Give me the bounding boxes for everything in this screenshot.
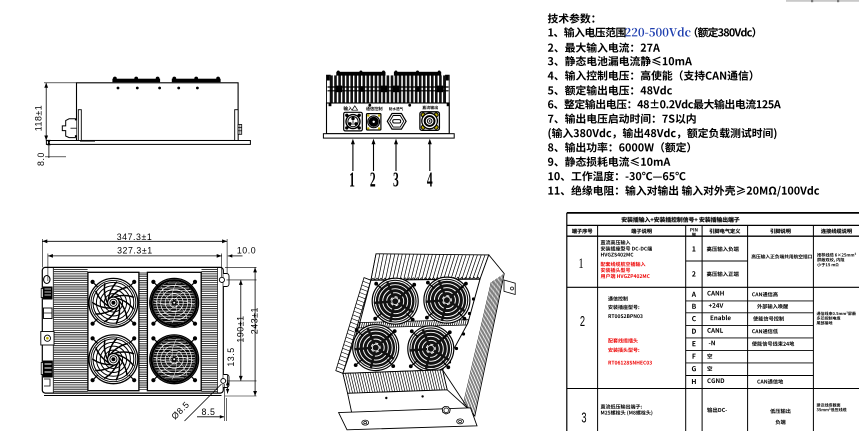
svg-text:3: 3: [581, 409, 586, 426]
svg-text:Ø8.5: Ø8.5: [169, 399, 191, 421]
svg-text:243±1: 243±1: [249, 307, 259, 334]
svg-text:118±1: 118±1: [33, 105, 43, 132]
svg-text:10.0: 10.0: [237, 246, 256, 256]
svg-text:327.3±1: 327.3±1: [117, 246, 153, 256]
svg-text:1: 1: [578, 254, 583, 271]
svg-text:8.0: 8.0: [36, 152, 46, 166]
svg-text:190±1: 190±1: [235, 315, 245, 342]
svg-text:13.5: 13.5: [226, 347, 236, 366]
svg-text:2: 2: [580, 313, 585, 330]
svg-text:347.3±1: 347.3±1: [117, 232, 153, 242]
svg-text:4: 4: [427, 168, 433, 192]
svg-text:2: 2: [370, 168, 376, 192]
svg-text:8.5: 8.5: [202, 407, 216, 417]
svg-text:3: 3: [393, 168, 399, 192]
svg-text:1: 1: [349, 168, 355, 192]
